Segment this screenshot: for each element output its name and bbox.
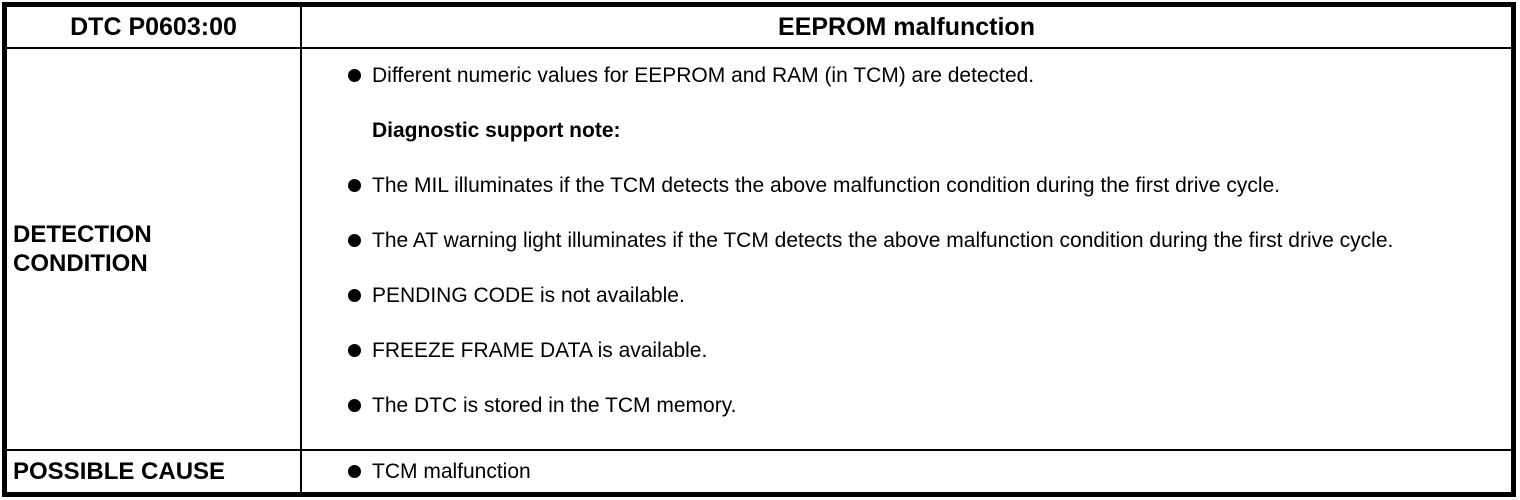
bullet-icon (348, 69, 361, 82)
possible-cause-items: TCM malfunction (302, 451, 1511, 492)
bullet-icon (348, 234, 361, 247)
dtc-code-cell: DTC P0603:00 (7, 7, 302, 49)
detection-condition-label-cell: DETECTION CONDITION (7, 49, 302, 451)
possible-cause-label: POSSIBLE CAUSE (13, 458, 226, 485)
bullet-icon (348, 289, 361, 302)
item-text: TCM malfunction (372, 460, 531, 483)
list-item: Different numeric values for EEPROM and … (302, 62, 1499, 89)
list-item: The MIL illuminates if the TCM detects t… (302, 172, 1499, 199)
item-text: FREEZE FRAME DATA is available. (372, 339, 708, 362)
bullet-icon (348, 399, 361, 412)
list-item: TCM malfunction (302, 458, 1499, 485)
list-item: Diagnostic support note: (302, 117, 1499, 144)
detection-condition-items: Different numeric values for EEPROM and … (302, 49, 1511, 451)
item-text: The AT warning light illuminates if the … (372, 229, 1394, 252)
list-item: FREEZE FRAME DATA is available. (302, 337, 1499, 364)
dtc-code-text: DTC P0603:00 (70, 12, 237, 41)
list-item: The DTC is stored in the TCM memory. (302, 392, 1499, 419)
list-item: The AT warning light illuminates if the … (302, 227, 1499, 254)
item-text: PENDING CODE is not available. (372, 284, 685, 307)
item-text: Diagnostic support note: (372, 119, 621, 142)
dtc-title-cell: EEPROM malfunction (302, 7, 1511, 49)
item-text: The MIL illuminates if the TCM detects t… (372, 174, 1281, 197)
item-text: The DTC is stored in the TCM memory. (372, 394, 737, 417)
detection-condition-label: DETECTION CONDITION (13, 221, 152, 277)
list-item: PENDING CODE is not available. (302, 282, 1499, 309)
bullet-icon (348, 344, 361, 357)
bullet-icon (348, 465, 361, 478)
possible-cause-label-cell: POSSIBLE CAUSE (7, 451, 302, 492)
item-text: Different numeric values for EEPROM and … (372, 64, 1035, 87)
dtc-title-text: EEPROM malfunction (778, 12, 1035, 41)
bullet-icon (348, 179, 361, 192)
